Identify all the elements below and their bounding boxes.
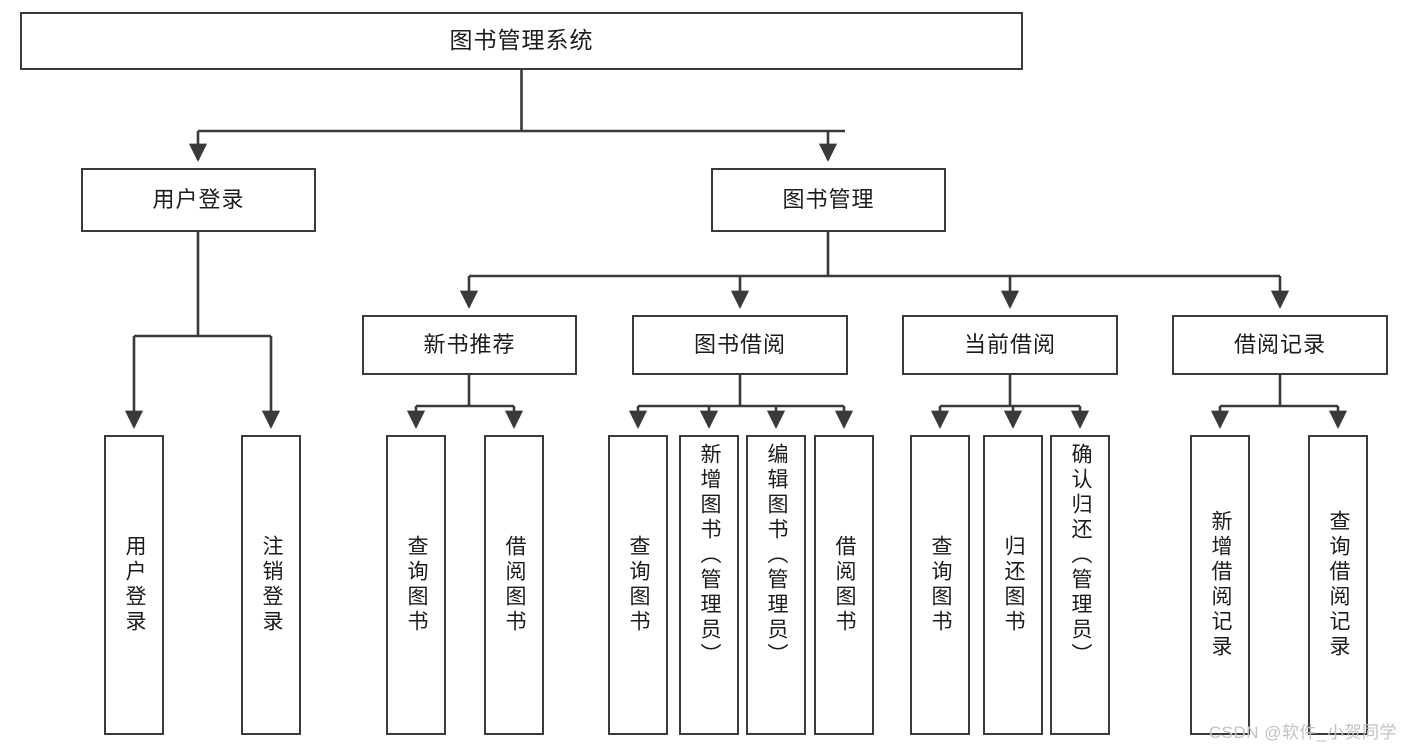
node-leaf-logout[interactable]: 注销登录: [241, 435, 301, 735]
node-leaf-return-book-label: 归还图书: [1002, 535, 1026, 635]
node-leaf-logout-label: 注销登录: [260, 535, 284, 635]
node-leaf-edit-book-admin[interactable]: 编辑图书（管理员）: [746, 435, 806, 735]
node-leaf-query-book-2-label: 查询图书: [627, 535, 651, 635]
node-leaf-query-record[interactable]: 查询借阅记录: [1308, 435, 1368, 735]
node-current-borrow-label: 当前借阅: [963, 332, 1056, 358]
node-leaf-add-book-admin[interactable]: 新增图书（管理员）: [679, 435, 739, 735]
node-user-login[interactable]: 用户登录: [81, 168, 316, 232]
node-current-borrow[interactable]: 当前借阅: [902, 315, 1118, 375]
node-book-manage[interactable]: 图书管理: [711, 168, 946, 232]
node-leaf-query-book-3[interactable]: 查询图书: [910, 435, 970, 735]
node-leaf-query-book-1-label: 查询图书: [405, 535, 429, 635]
node-root-label: 图书管理系统: [449, 27, 594, 54]
node-new-book-recommend-label: 新书推荐: [423, 332, 516, 358]
node-root[interactable]: 图书管理系统: [20, 12, 1023, 70]
node-leaf-query-book-2[interactable]: 查询图书: [608, 435, 668, 735]
node-leaf-borrow-book-1-label: 借阅图书: [503, 535, 527, 635]
node-leaf-borrow-book-2-label: 借阅图书: [833, 535, 857, 635]
csdn-watermark: CSDN @软件_小贺同学: [1208, 723, 1397, 742]
node-leaf-user-login[interactable]: 用户登录: [104, 435, 164, 735]
node-leaf-return-book[interactable]: 归还图书: [983, 435, 1043, 735]
node-leaf-query-book-3-label: 查询图书: [929, 535, 953, 635]
node-leaf-confirm-return[interactable]: 确认归还（管理员）: [1050, 435, 1110, 735]
node-leaf-borrow-book-2[interactable]: 借阅图书: [814, 435, 874, 735]
node-leaf-confirm-return-label: 确认归还（管理员）: [1069, 443, 1093, 668]
node-leaf-borrow-book-1[interactable]: 借阅图书: [484, 435, 544, 735]
node-borrow-record[interactable]: 借阅记录: [1172, 315, 1388, 375]
node-book-borrow-label: 图书借阅: [693, 332, 786, 358]
node-leaf-query-book-1[interactable]: 查询图书: [386, 435, 446, 735]
node-leaf-add-book-admin-label: 新增图书（管理员）: [698, 443, 722, 668]
node-book-borrow[interactable]: 图书借阅: [632, 315, 848, 375]
node-leaf-user-login-label: 用户登录: [123, 535, 147, 635]
node-user-login-label: 用户登录: [152, 187, 245, 213]
node-leaf-add-record-label: 新增借阅记录: [1209, 510, 1233, 660]
node-leaf-query-record-label: 查询借阅记录: [1327, 510, 1351, 660]
node-book-manage-label: 图书管理: [782, 187, 875, 213]
node-new-book-recommend[interactable]: 新书推荐: [362, 315, 577, 375]
node-leaf-edit-book-admin-label: 编辑图书（管理员）: [765, 443, 789, 668]
node-borrow-record-label: 借阅记录: [1233, 332, 1326, 358]
node-leaf-add-record[interactable]: 新增借阅记录: [1190, 435, 1250, 735]
